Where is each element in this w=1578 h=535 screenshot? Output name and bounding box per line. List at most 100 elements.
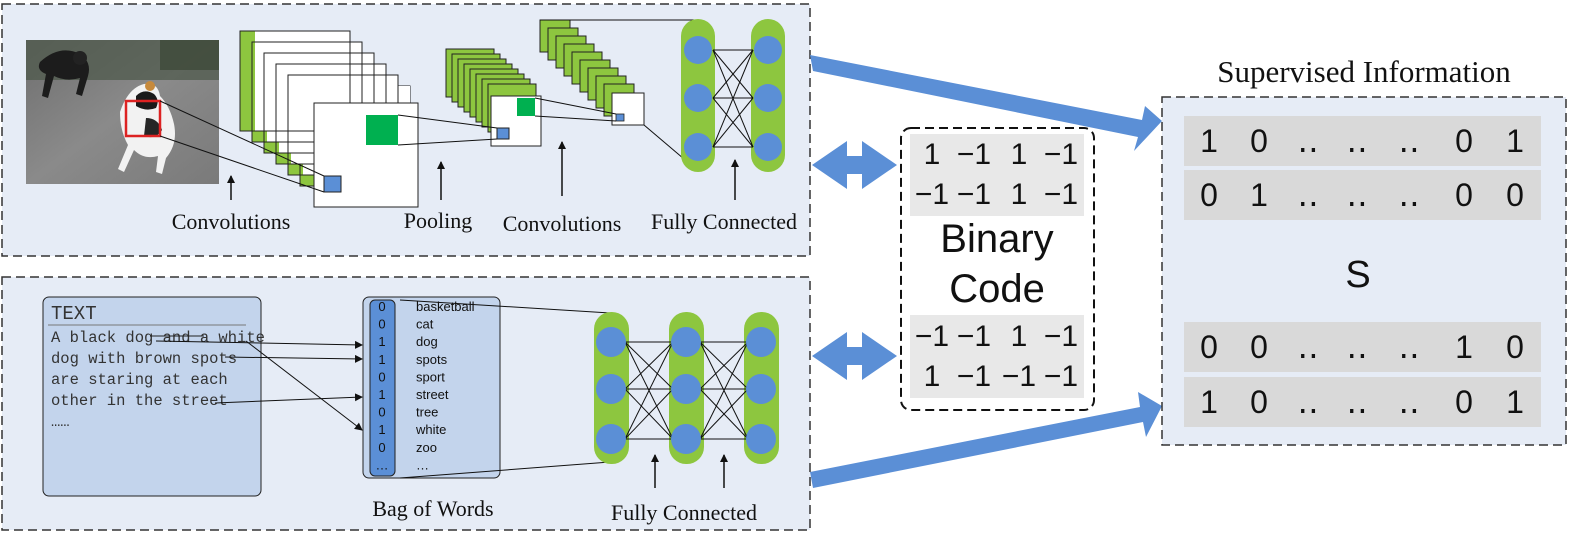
text-stage-arrows: [651, 454, 728, 488]
text-input-box: TEXT A black dog and a white dog with bro…: [42, 296, 265, 497]
vocabulary-word: street: [416, 387, 449, 402]
text-line: ……: [51, 413, 70, 431]
supervised-title: Supervised Information: [1217, 54, 1511, 89]
binary-code-bit: −1: [1044, 178, 1078, 211]
matrix-cell: 0: [1506, 177, 1524, 213]
matrix-cell: 0: [1455, 384, 1473, 420]
matrix-cell: 0: [1200, 329, 1218, 365]
text-line: A black dog and a white: [51, 329, 265, 347]
text-binary-double-arrow: [812, 332, 897, 380]
matrix-cell: 0: [1200, 177, 1218, 213]
text-projection-lines: [399, 299, 611, 479]
pooling-feature-maps: [445, 48, 542, 147]
binary-code-bit: 1: [924, 360, 941, 393]
bag-of-words-label: Bag of Words: [372, 496, 493, 521]
matrix-cell: 1: [1506, 123, 1524, 159]
fully-connected-label-text: Fully Connected: [611, 500, 757, 525]
vector-bit: 0: [378, 440, 385, 455]
matrix-cell: ‥: [1297, 123, 1318, 159]
convolutions-label-1: Convolutions: [172, 209, 291, 234]
text-line: other in the street: [51, 392, 228, 410]
image-to-supervised-arrow: [810, 55, 1162, 151]
matrix-row: [1184, 170, 1541, 220]
matrix-cell: ‥: [1398, 329, 1419, 365]
matrix-cell: ‥: [1398, 384, 1419, 420]
image-binary-double-arrow: [812, 141, 897, 189]
binary-code-bit: −1: [1044, 138, 1078, 171]
matrix-cell: 0: [1455, 123, 1473, 159]
vector-bit: 1: [378, 334, 385, 349]
vocabulary-word: basketball: [416, 299, 475, 314]
binary-code-bit: −1: [1044, 320, 1078, 353]
binary-code-bit: 1: [1011, 138, 1028, 171]
text-lines: A black dog and a white dog with brown sp…: [51, 329, 265, 431]
binary-code-bit: −1: [915, 320, 949, 353]
matrix-cell: ‥: [1297, 177, 1318, 213]
matrix-cell: ‥: [1398, 123, 1419, 159]
binary-code-bit: −1: [957, 138, 991, 171]
text-to-supervised-arrow: [810, 392, 1162, 488]
binary-code-bit: −1: [915, 178, 949, 211]
matrix-row: [1184, 116, 1541, 166]
convolutions-label-2: Convolutions: [503, 211, 622, 236]
binary-code-bit: 1: [1011, 178, 1028, 211]
vocabulary-word: spots: [416, 352, 448, 367]
matrix-cell: ‥: [1346, 384, 1367, 420]
matrix-cell: 1: [1455, 329, 1473, 365]
vector-bit: 0: [378, 369, 385, 384]
vocabulary-word: zoo: [416, 440, 437, 455]
matrix-cell: ‥: [1346, 329, 1367, 365]
text-fully-connected-layers: [594, 312, 779, 464]
text-network-panel: TEXT A black dog and a white dog with bro…: [1, 276, 811, 531]
vocabulary-word: dog: [416, 334, 438, 349]
matrix-cell: 0: [1455, 177, 1473, 213]
matrix-row: [1184, 377, 1541, 427]
image-stage-arrows: [227, 141, 739, 200]
matrix-cell: 0: [1250, 384, 1268, 420]
text-line: dog with brown spots: [51, 350, 237, 368]
matrix-cell: ‥: [1398, 177, 1419, 213]
vector-bit: 1: [378, 387, 385, 402]
matrix-cell: ‥: [1346, 123, 1367, 159]
binary-code-bit: −1: [957, 178, 991, 211]
matrix-cell: ‥: [1346, 177, 1367, 213]
matrix-cell: ‥: [1297, 384, 1318, 420]
dog-photo: [26, 40, 219, 184]
matrix-cell: 1: [1506, 384, 1524, 420]
vector-bit: 1: [378, 422, 385, 437]
matrix-cell: 1: [1250, 177, 1268, 213]
vector-bit: 1: [378, 352, 385, 367]
vector-bit: 0: [378, 405, 385, 420]
binary-code-bit: −1: [1044, 360, 1078, 393]
vector-bit: 0: [378, 299, 385, 314]
conv1-feature-maps: [239, 30, 419, 208]
vocabulary-word: …: [416, 457, 429, 472]
image-fully-connected-layers: [681, 19, 785, 172]
vocabulary-word: tree: [416, 405, 438, 420]
fully-connected-label-image: Fully Connected: [651, 209, 797, 234]
text-box-title: TEXT: [51, 303, 97, 325]
text-line: are staring at each: [51, 371, 228, 389]
pooling-label: Pooling: [404, 208, 472, 233]
image-network-panel: Convolutions Pooling Convolutions Fully …: [1, 3, 811, 257]
matrix-cell: 0: [1506, 329, 1524, 365]
matrix-row: [1184, 322, 1541, 372]
matrix-cell: ‥: [1297, 329, 1318, 365]
binary-code-bit: −1: [957, 320, 991, 353]
matrix-cell: 0: [1250, 123, 1268, 159]
similarity-matrix-label: S: [1345, 254, 1370, 296]
vocabulary-word: sport: [416, 369, 445, 384]
matrix-cell: 1: [1200, 384, 1218, 420]
conv2-feature-maps: [539, 19, 645, 126]
word-mapping-arrows: [155, 340, 363, 431]
vector-bit: …: [376, 457, 389, 472]
binary-code-bit: −1: [957, 360, 991, 393]
binary-code-label-line2: Code: [949, 267, 1045, 311]
matrix-cell: 0: [1250, 329, 1268, 365]
